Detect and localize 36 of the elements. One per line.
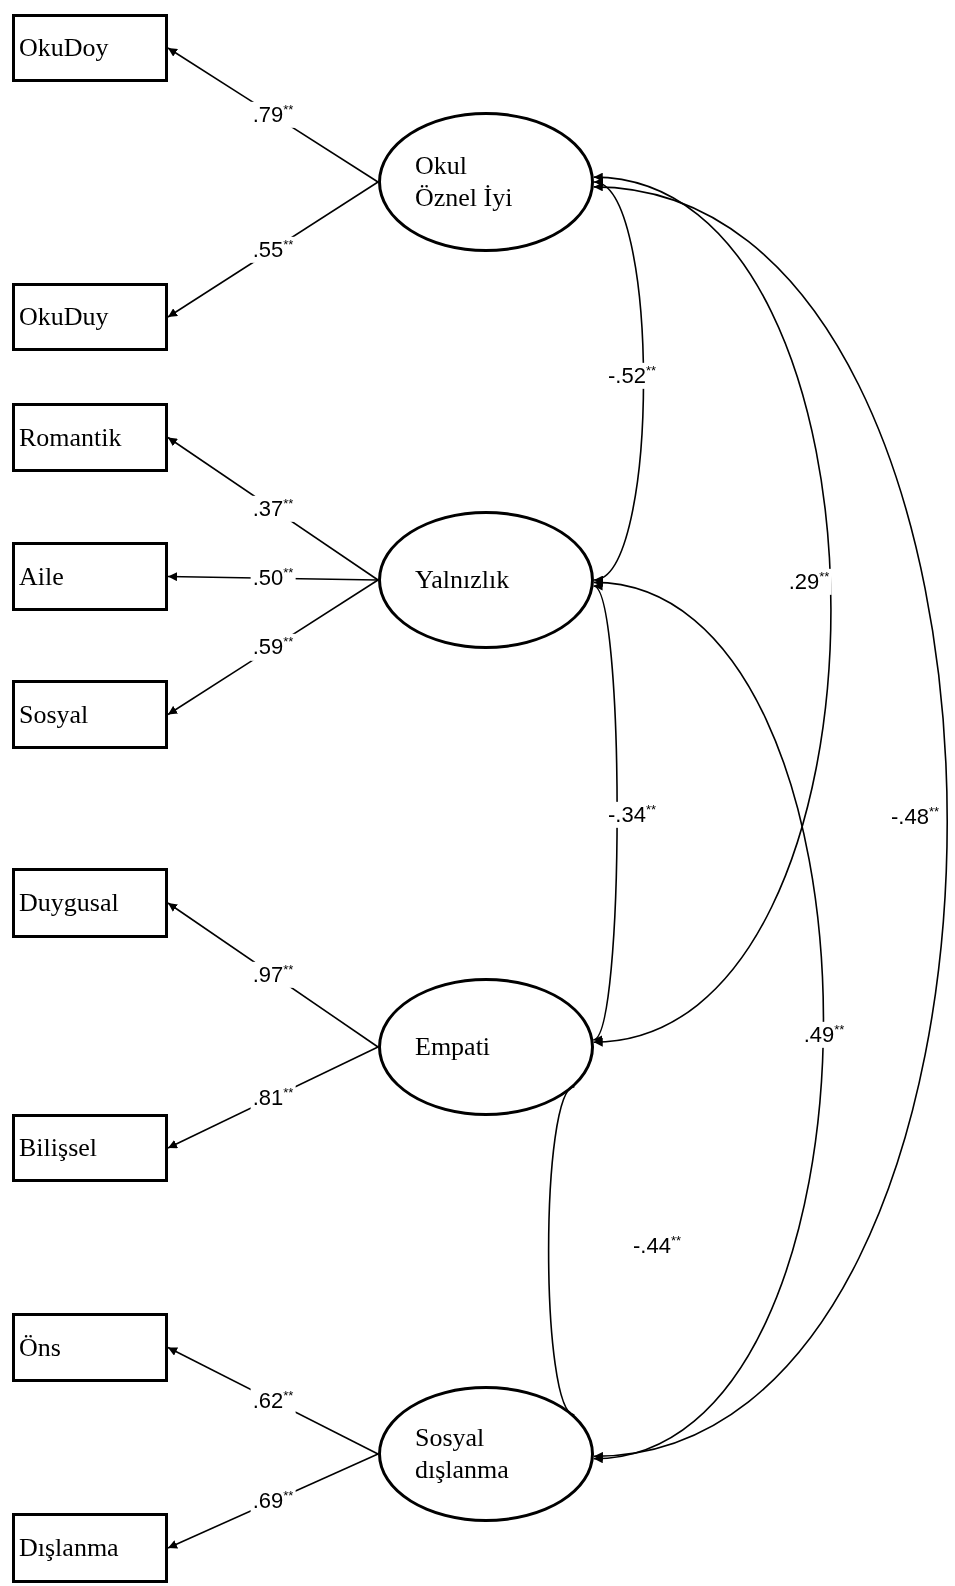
indicator-box — [12, 403, 168, 472]
edge-label: .55$^{**}$ — [250, 236, 296, 263]
latent-label: Sosyal dışlanma — [415, 1421, 510, 1486]
edge-label: .79$^{**}$ — [250, 101, 296, 129]
indicator-label: Öns — [19, 1332, 61, 1363]
covariance-arrow — [592, 585, 618, 1041]
edge-label: .97$^{**}$ — [250, 961, 296, 989]
indicator-box — [12, 680, 168, 749]
indicator-box — [12, 1513, 168, 1583]
latent-label: Yalnızlık — [415, 563, 511, 596]
edge-label: .62$^{**}$ — [250, 1387, 296, 1414]
edge-label: -.52$^{**}$ — [606, 362, 658, 390]
latent-label: Okul Öznel İyi — [415, 149, 514, 214]
indicator-label: Dışlanma — [19, 1533, 119, 1563]
indicator-box — [12, 1114, 168, 1182]
indicator-box — [12, 14, 168, 82]
indicator-label: Sosyal — [19, 699, 89, 730]
indicator-box — [12, 283, 168, 351]
edge-label: -.34$^{**}$ — [606, 801, 658, 829]
covariance-arrow — [592, 580, 825, 1461]
covariance-arrow — [592, 174, 832, 1045]
indicator-label: Duygusal — [19, 888, 119, 918]
edge-label: .59$^{**}$ — [250, 634, 296, 661]
indicator-box — [12, 1313, 168, 1382]
edge-label: .37$^{**}$ — [250, 495, 296, 522]
indicator-box — [12, 868, 168, 938]
covariance-arrow — [593, 181, 645, 581]
indicator-label: Aile — [19, 561, 64, 592]
indicator-label: OkuDuy — [19, 302, 109, 332]
edge-label: .81$^{**}$ — [250, 1084, 296, 1111]
edge-label: .69$^{**}$ — [250, 1487, 296, 1515]
indicator-label: Romantik — [19, 422, 122, 453]
indicator-box — [12, 542, 168, 611]
latent-label: Empati — [415, 1030, 492, 1063]
indicator-label: Bilişsel — [19, 1133, 97, 1163]
indicator-label: OkuDoy — [19, 33, 109, 63]
